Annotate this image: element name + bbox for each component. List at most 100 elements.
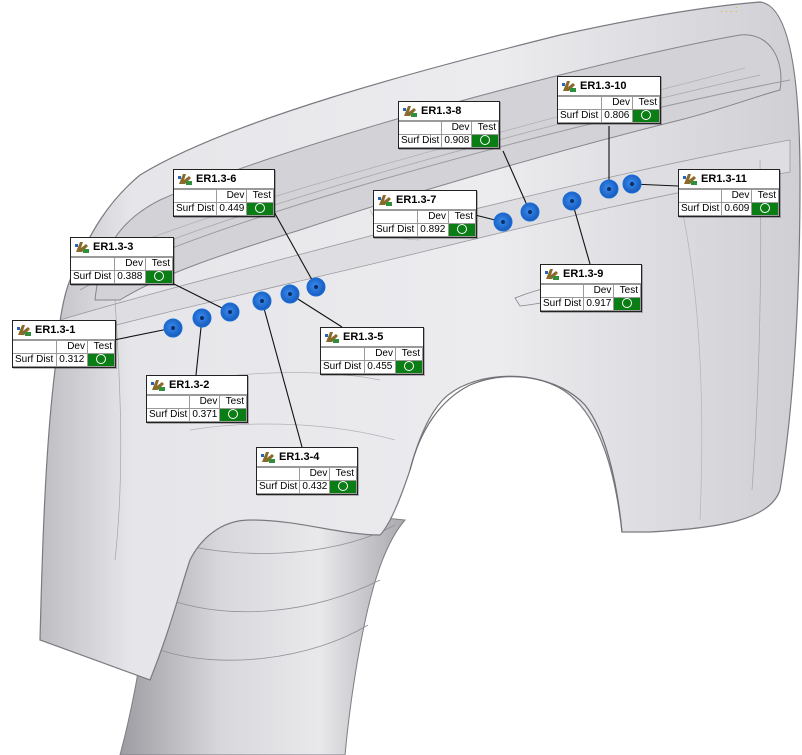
- metric-label: Surf Dist: [71, 270, 116, 284]
- callout-ER1.3-7[interactable]: ER1.3-7 Dev Test Surf Dist 0.892: [373, 190, 477, 238]
- callout-title-bar: ER1.3-8: [399, 102, 499, 121]
- pass-circle-icon: [96, 354, 106, 365]
- measure-point-center: [528, 210, 532, 214]
- callout-id: ER1.3-4: [279, 451, 320, 463]
- callout-ER1.3-9[interactable]: ER1.3-9 Dev Test Surf Dist 0.917: [540, 264, 642, 312]
- callout-title-bar: ER1.3-10: [558, 77, 660, 96]
- measure-feature-icon: [545, 269, 559, 280]
- dev-header: Dev: [364, 347, 396, 361]
- callout-title-bar: ER1.3-7: [374, 191, 476, 210]
- deviation-value: 0.312: [56, 353, 88, 367]
- callout-id: ER1.3-3: [93, 241, 134, 253]
- measure-point-center: [630, 182, 634, 186]
- deviation-value: 0.455: [364, 360, 396, 374]
- callout-id: ER1.3-8: [421, 105, 462, 117]
- measure-point-center: [260, 299, 264, 303]
- callout-title-bar: ER1.3-11: [679, 170, 779, 189]
- callout-id: ER1.3-7: [396, 194, 437, 206]
- deviation-value: 0.908: [441, 134, 473, 148]
- callout-table: Dev Test Surf Dist 0.432: [257, 467, 357, 494]
- callout-id: ER1.3-6: [196, 173, 237, 185]
- test-status-cell: [219, 408, 247, 422]
- measure-feature-icon: [75, 242, 89, 253]
- test-status-cell: [329, 480, 357, 494]
- metric-label: Surf Dist: [174, 202, 218, 216]
- stem-line: [159, 624, 369, 661]
- metric-label: Surf Dist: [558, 109, 603, 123]
- metric-label: Surf Dist: [541, 297, 585, 311]
- pass-circle-icon: [154, 271, 164, 282]
- callout-table: Dev Test Surf Dist 0.917: [541, 284, 641, 311]
- pass-circle-icon: [255, 203, 266, 214]
- measure-feature-icon: [261, 452, 275, 463]
- measure-point-center: [570, 199, 574, 203]
- deviation-value: 0.609: [721, 202, 753, 216]
- measure-point-center: [228, 310, 232, 314]
- metric-label: Surf Dist: [147, 408, 191, 422]
- pass-circle-icon: [457, 224, 467, 235]
- deviation-value: 0.449: [216, 202, 248, 216]
- callout-id: ER1.3-1: [35, 324, 76, 336]
- test-header: Test: [613, 284, 641, 298]
- callout-ER1.3-10[interactable]: ER1.3-10 Dev Test Surf Dist 0.806: [557, 76, 661, 124]
- measure-feature-icon: [562, 81, 576, 92]
- measure-feature-icon: [325, 332, 339, 343]
- leader-line-ER1.3-4: [261, 300, 303, 448]
- measure-point-center: [171, 326, 175, 330]
- dev-header: Dev: [583, 284, 615, 298]
- test-header: Test: [87, 340, 115, 354]
- callout-ER1.3-11[interactable]: ER1.3-11 Dev Test Surf Dist 0.609: [678, 169, 780, 217]
- test-status-cell: [751, 202, 779, 216]
- callout-title-bar: ER1.3-3: [71, 238, 173, 257]
- callout-id: ER1.3-5: [343, 331, 384, 343]
- callout-ER1.3-5[interactable]: ER1.3-5 Dev Test Surf Dist 0.455: [320, 327, 424, 375]
- dev-header: Dev: [417, 210, 449, 224]
- leader-line-ER1.3-6: [272, 209, 317, 288]
- stem-line: [169, 579, 381, 613]
- measure-point-center: [314, 285, 318, 289]
- callout-ER1.3-4[interactable]: ER1.3-4 Dev Test Surf Dist 0.432: [256, 447, 358, 495]
- callout-ER1.3-8[interactable]: ER1.3-8 Dev Test Surf Dist 0.908: [398, 101, 500, 149]
- dev-header: Dev: [216, 189, 248, 203]
- leader-line-ER1.3-8: [502, 150, 531, 213]
- deviation-value: 0.432: [299, 480, 331, 494]
- leader-line-ER1.3-5: [289, 293, 343, 328]
- callout-table: Dev Test Surf Dist 0.388: [71, 257, 173, 284]
- dev-header: Dev: [299, 467, 331, 481]
- test-header: Test: [395, 347, 423, 361]
- surface-line: [189, 423, 396, 441]
- callout-title-bar: ER1.3-1: [13, 321, 115, 340]
- test-header: Test: [448, 210, 476, 224]
- dev-header: Dev: [114, 257, 146, 271]
- callout-id: ER1.3-2: [169, 379, 210, 391]
- callout-ER1.3-3[interactable]: ER1.3-3 Dev Test Surf Dist 0.388: [70, 237, 174, 285]
- callout-ER1.3-6[interactable]: ER1.3-6 Dev Test Surf Dist 0.449: [173, 169, 275, 217]
- callout-title-bar: ER1.3-4: [257, 448, 357, 467]
- test-header: Test: [329, 467, 357, 481]
- callout-title-bar: ER1.3-6: [174, 170, 274, 189]
- measure-feature-icon: [178, 174, 192, 185]
- deviation-value: 0.371: [189, 408, 221, 422]
- measure-feature-icon: [17, 325, 31, 336]
- callout-ER1.3-2[interactable]: ER1.3-2 Dev Test Surf Dist 0.371: [146, 375, 248, 423]
- measure-point-center: [501, 220, 505, 224]
- leader-line-ER1.3-9: [571, 200, 591, 265]
- test-header: Test: [246, 189, 274, 203]
- test-header: Test: [471, 121, 499, 135]
- leader-line-ER1.3-1: [113, 327, 174, 341]
- pass-circle-icon: [338, 481, 349, 492]
- dev-header: Dev: [56, 340, 88, 354]
- callout-ER1.3-1[interactable]: ER1.3-1 Dev Test Surf Dist 0.312: [12, 320, 116, 368]
- deviation-value: 0.388: [114, 270, 146, 284]
- callout-table: Dev Test Surf Dist 0.806: [558, 96, 660, 123]
- surface-line: [114, 299, 122, 561]
- callout-id: ER1.3-11: [701, 173, 747, 185]
- callout-table: Dev Test Surf Dist 0.312: [13, 340, 115, 367]
- callout-table: Dev Test Surf Dist 0.449: [174, 189, 274, 216]
- metric-label: Surf Dist: [374, 223, 419, 237]
- surface-line: [679, 199, 703, 521]
- callout-title-bar: ER1.3-9: [541, 265, 641, 284]
- dev-header: Dev: [721, 189, 753, 203]
- callout-table: Dev Test Surf Dist 0.371: [147, 395, 247, 422]
- test-status-cell: [613, 297, 641, 311]
